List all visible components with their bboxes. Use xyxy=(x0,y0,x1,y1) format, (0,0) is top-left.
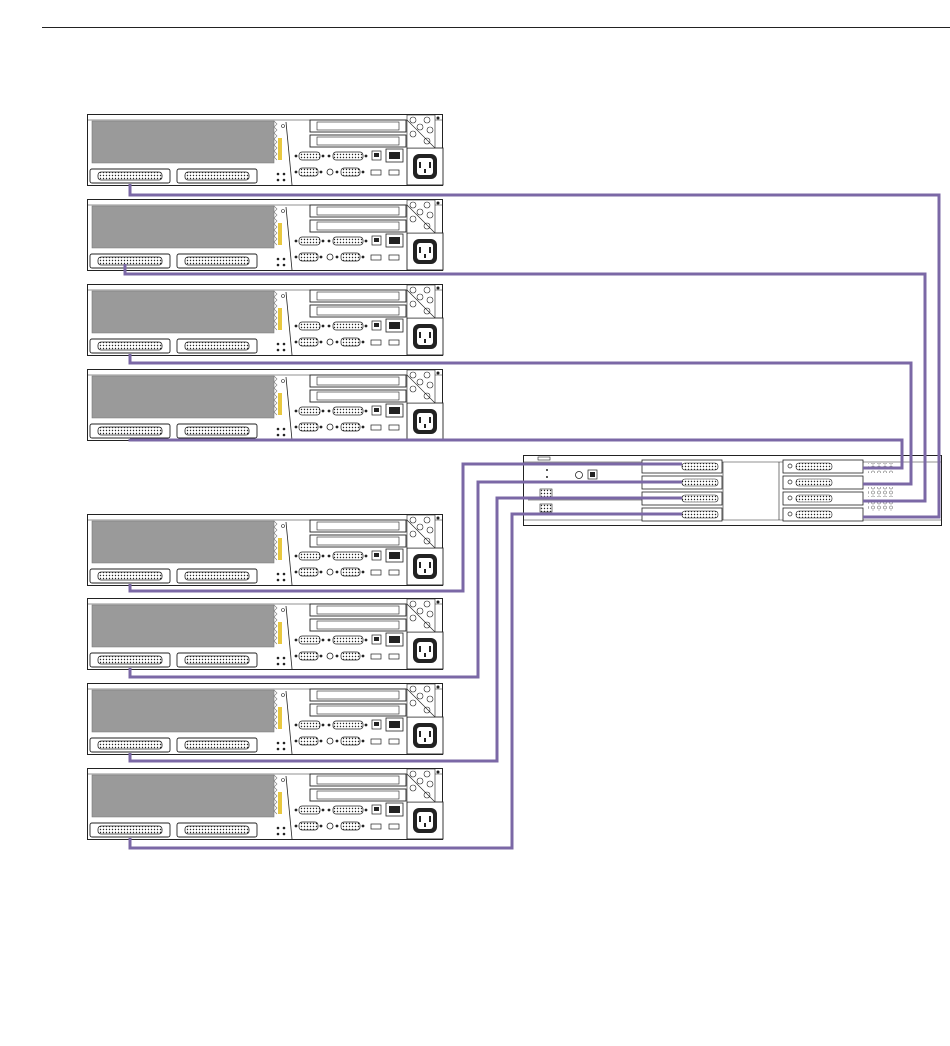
server-upper-4 xyxy=(88,370,444,441)
server-lower-4 xyxy=(88,769,444,840)
server-upper-2 xyxy=(88,200,444,271)
server-lower-2 xyxy=(88,599,444,670)
server-lower-1 xyxy=(88,515,444,586)
server-lower-3 xyxy=(88,684,444,755)
server-upper-3 xyxy=(88,285,444,356)
server-upper-1 xyxy=(88,115,444,186)
